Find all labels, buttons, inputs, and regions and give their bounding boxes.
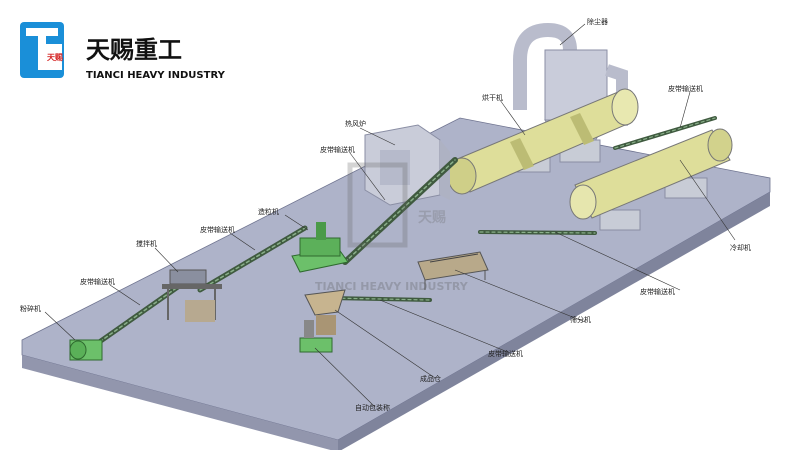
- hot-air-stove: [364, 124, 450, 206]
- label-granulator: 造粒机: [258, 207, 279, 216]
- label-packing-machine: 自动包装称: [355, 403, 390, 412]
- label-belt-conveyor-stove: 皮带输送机: [320, 145, 355, 154]
- label-belt-conveyor-left: 皮带输送机: [80, 277, 115, 286]
- watermark-text: TIANCI HEAVY INDUSTRY: [315, 280, 469, 293]
- brand-logo: 天赐 天赐重工 TIANCI HEAVY INDUSTRY: [20, 22, 226, 81]
- label-cooler: 冷却机: [730, 243, 751, 252]
- platform-front: [22, 355, 338, 450]
- logo-badge-text: 天赐: [47, 53, 63, 62]
- mixer: [162, 269, 222, 322]
- label-belt-conveyor-bottom: 皮带输送机: [488, 349, 523, 358]
- dryer-drum: [447, 88, 639, 195]
- granulator: [291, 222, 349, 273]
- brand-name-cn: 天赐重工: [86, 36, 182, 64]
- platform-side: [338, 192, 770, 450]
- crusher: [69, 339, 103, 361]
- leader-lines: [44, 23, 736, 408]
- label-dryer: 烘干机: [482, 93, 503, 102]
- conveyors: [92, 116, 717, 348]
- label-crusher: 粉碎机: [20, 304, 41, 313]
- packing-machine: [299, 320, 333, 353]
- watermark: 天赐 TIANCI HEAVY INDUSTRY: [315, 162, 469, 293]
- label-belt-conveyor-mid: 皮带输送机: [200, 225, 235, 234]
- label-screener: 筛分机: [570, 315, 591, 324]
- label-belt-conveyor-top-right: 皮带输送机: [668, 84, 703, 93]
- label-hot-air-stove: 热风炉: [345, 119, 366, 128]
- watermark-logo-text: 天赐: [418, 210, 446, 226]
- label-belt-conveyor-right: 皮带输送机: [640, 287, 675, 296]
- brand-name-en: TIANCI HEAVY INDUSTRY: [86, 70, 226, 81]
- label-mixer: 搅拌机: [136, 239, 157, 248]
- label-dust-remover: 除尘器: [587, 17, 608, 26]
- screener: [417, 251, 489, 290]
- label-product-bin: 成品仓: [420, 374, 441, 383]
- cooler-drum: [569, 128, 733, 231]
